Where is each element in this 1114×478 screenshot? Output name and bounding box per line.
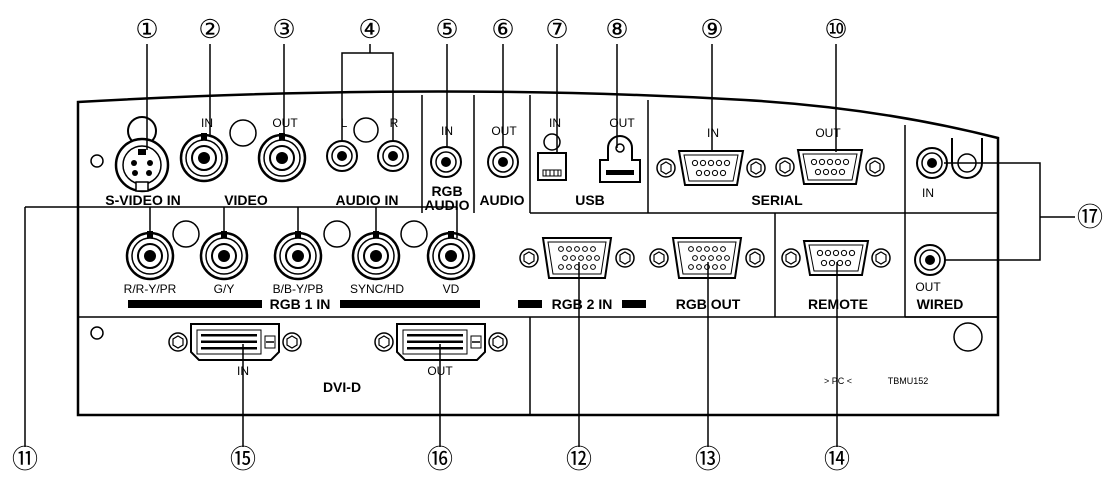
rgb1-in-section-label: RGB 1 IN — [270, 296, 331, 312]
rgb-audio-section-label-2: AUDIO — [424, 197, 469, 213]
callout-17: ⑰ — [1077, 202, 1103, 232]
wired-out-label: OUT — [915, 280, 941, 294]
usb-in-label: IN — [549, 116, 561, 130]
rgb-audio-section-label-1: RGB — [431, 183, 462, 199]
callout-16: ⑯ — [427, 444, 453, 474]
wired-in-connector — [916, 147, 948, 179]
callout-2: ② — [198, 14, 221, 44]
rgb1-sync-label: SYNC/HD — [350, 282, 404, 296]
audio-in-section-label: AUDIO IN — [336, 192, 399, 208]
callout-13: ⑬ — [695, 444, 721, 474]
callout-1: ① — [135, 14, 158, 44]
wired-out-connector — [914, 244, 946, 276]
audio-in-l-connector — [326, 140, 358, 172]
video-section-label: VIDEO — [224, 192, 268, 208]
callout-7: ⑦ — [545, 14, 568, 44]
rgb-audio-in-connector — [430, 146, 462, 178]
video-in-connector — [179, 131, 229, 183]
usb-out-label: OUT — [609, 116, 635, 130]
callout-6: ⑥ — [491, 14, 514, 44]
audio-in-r-connector — [377, 140, 409, 172]
panel-outline — [76, 90, 1000, 417]
rgb1-vd-label: VD — [443, 282, 460, 296]
audio-section-label: AUDIO — [479, 192, 524, 208]
audio-out-connector — [487, 146, 519, 178]
callout-10: ⑩ — [824, 14, 847, 44]
rgb-audio-in-label: IN — [441, 124, 453, 138]
usb-out-connector — [599, 135, 641, 183]
remote-section-label: REMOTE — [808, 296, 868, 312]
serial-out-label: OUT — [815, 126, 841, 140]
serial-in-label: IN — [707, 126, 719, 140]
rgb1-r-label: R/R-Y/PR — [124, 282, 177, 296]
video-out-connector — [257, 131, 307, 183]
callout-9: ⑨ — [700, 14, 723, 44]
audio-out-label: OUT — [491, 124, 517, 138]
video-out-label: OUT — [272, 116, 298, 130]
callout-14: ⑭ — [824, 444, 850, 474]
dvi-d-section-label: DVI-D — [323, 379, 361, 395]
audio-r-label: R — [390, 116, 399, 130]
rgb1-b-label: B/B-Y/PB — [273, 282, 324, 296]
section-dividers — [78, 95, 998, 415]
section-labels: S-VIDEO IN VIDEO AUDIO IN RGB AUDIO AUDI… — [105, 183, 963, 395]
audio-l-label: L — [341, 116, 348, 130]
callout-numbers: ① ② ③ ④ ⑤ ⑥ ⑦ ⑧ ⑨ ⑩ ⑪ ⑫ ⑬ ⑭ ⑮ ⑯ ⑰ — [12, 14, 1103, 474]
callout-11: ⑪ — [12, 444, 38, 474]
serial-section-label: SERIAL — [751, 192, 803, 208]
tiny-labels: > PC < TBMU152 — [824, 376, 928, 386]
wired-section-label: WIRED — [917, 296, 964, 312]
rgb1-in-connectors — [125, 220, 476, 281]
rgb-out-section-label: RGB OUT — [676, 296, 741, 312]
wired-in-label: IN — [922, 186, 934, 200]
label-bars — [128, 300, 646, 308]
pc-mark: > PC < — [824, 376, 852, 386]
callout-15: ⑮ — [230, 444, 256, 474]
small-labels: IN OUT L R IN OUT IN OUT IN OUT IN OUT R… — [124, 116, 942, 378]
rgb2-in-section-label: RGB 2 IN — [552, 296, 613, 312]
svideo-section-label: S-VIDEO IN — [105, 192, 180, 208]
leader-lines — [24, 44, 1075, 447]
svideo-connector — [114, 116, 170, 193]
rgb1-g-label: G/Y — [214, 282, 235, 296]
model-code: TBMU152 — [888, 376, 929, 386]
video-in-label: IN — [201, 116, 213, 130]
usb-section-label: USB — [575, 192, 605, 208]
callout-8: ⑧ — [605, 14, 628, 44]
dvi-out-label: OUT — [427, 364, 453, 378]
callout-4: ④ — [358, 14, 381, 44]
mounting-holes — [90, 154, 983, 352]
dvi-in-label: IN — [237, 364, 249, 378]
callout-12: ⑫ — [566, 444, 592, 474]
callout-3: ③ — [272, 14, 295, 44]
callout-5: ⑤ — [435, 14, 458, 44]
